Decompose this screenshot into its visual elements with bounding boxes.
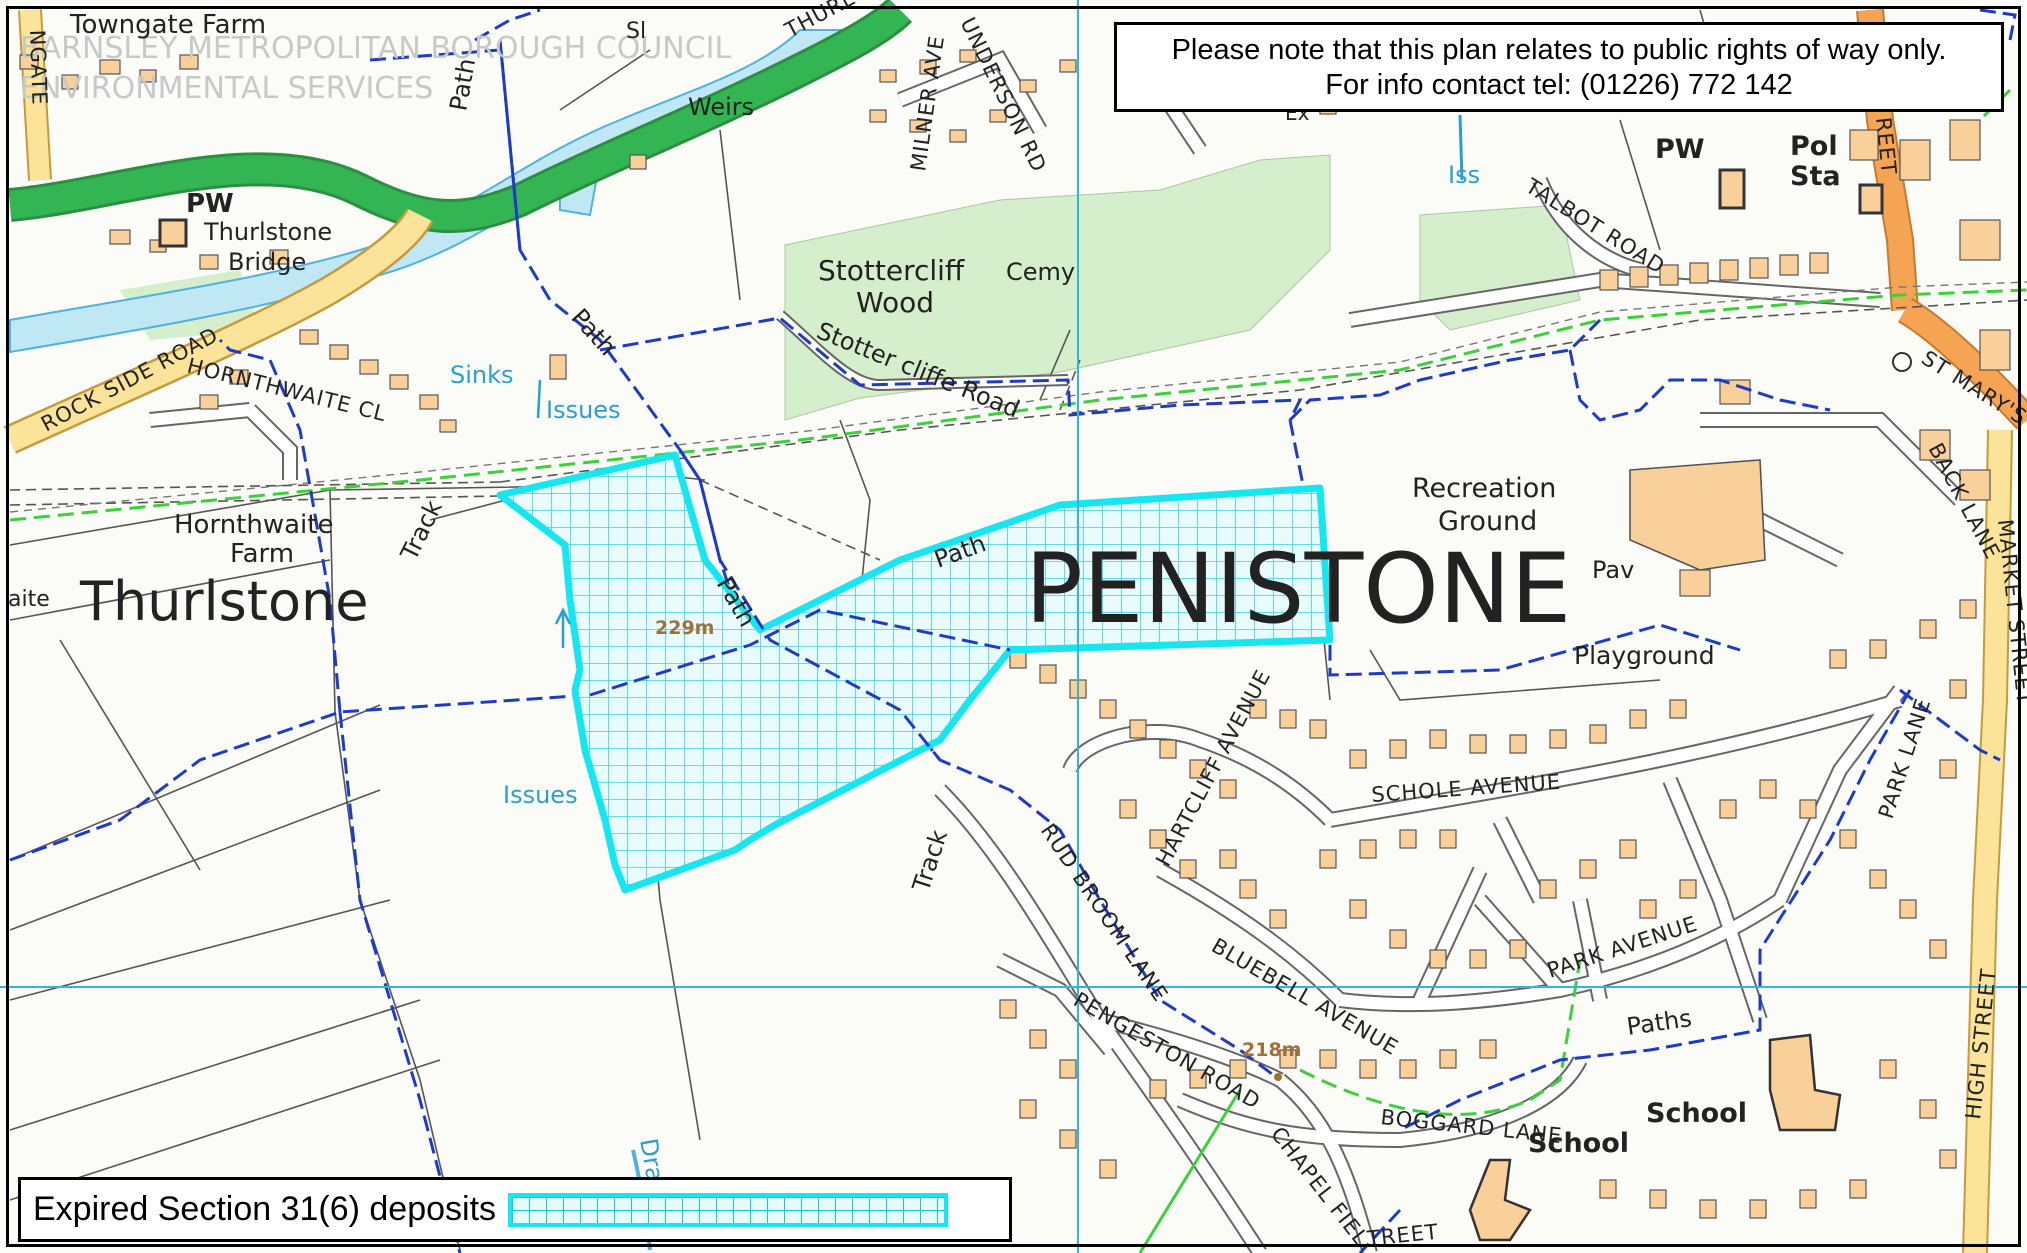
label-stottercliff-wood-2: Wood (856, 286, 934, 319)
notice-line-2: For info contact tel: (01226) 772 142 (1325, 69, 1793, 101)
section-31-6-deposit-area (496, 451, 1334, 894)
roundabout (1892, 352, 1912, 372)
label-stottercliff-wood-1: Stottercliff (818, 254, 965, 287)
railway-line (9, 288, 2027, 522)
label-thurlstone-bridge-2: Bridge (228, 248, 306, 276)
label-issues-north: Issues (546, 396, 621, 424)
label-recreation-ground-2: Ground (1438, 506, 1537, 537)
label-penistone: PENISTONE (1025, 533, 1571, 645)
water-flow-arrow (554, 607, 572, 648)
label-towngate-farm: Towngate Farm (69, 10, 266, 40)
label-cemy: Cemy (1006, 258, 1075, 286)
label-pol-sta-1: Pol (1790, 131, 1838, 162)
label-weirs: Weirs (688, 93, 754, 121)
label-sl: Sl (626, 19, 646, 44)
spot-height-218: 218m (1242, 1039, 1301, 1061)
notice-line-1: Please note that this plan relates to pu… (1171, 34, 1947, 66)
label-sinks: Sinks (450, 361, 514, 389)
label-thurlstone: Thurlstone (79, 570, 368, 633)
pw-west-building (158, 218, 188, 248)
legend-label: Expired Section 31(6) deposits (33, 1190, 497, 1228)
map-legend: Expired Section 31(6) deposits (18, 1177, 1012, 1242)
label-issues-south: Issues (503, 781, 578, 809)
legend-hatch-swatch (508, 1192, 949, 1227)
label-iss: Iss (1448, 161, 1480, 189)
label-hornthwaite-farm-2: Farm (230, 539, 294, 569)
label-aite: aite (8, 587, 50, 612)
pol-sta-building (1858, 183, 1884, 215)
rights-of-way-notice: Please note that this plan relates to pu… (1114, 22, 2004, 112)
label-thurlstone-bridge-1: Thurlstone (203, 218, 332, 246)
label-pav: Pav (1592, 556, 1634, 584)
pw-east-building (1718, 168, 1746, 210)
spot-height-229: 229m (655, 617, 714, 639)
council-name: BARNSLEY METROPOLITAN BOROUGH COUNCIL (20, 31, 732, 66)
label-school-west: School (1528, 1128, 1629, 1159)
label-school-east: School (1646, 1098, 1747, 1129)
label-pol-sta-2: Sta (1790, 161, 1841, 192)
label-recreation-ground-1: Recreation (1412, 473, 1556, 504)
label-hornthwaite-farm-1: Hornthwaite (174, 510, 333, 540)
buildings (19, 49, 2011, 1242)
label-playground: Playground (1574, 641, 1715, 670)
label-pw-east: PW (1655, 134, 1705, 165)
label-pw-west: PW (186, 189, 234, 219)
road-label-ngate: NGATE (25, 29, 52, 106)
council-department: ENVIRONMENTAL SERVICES (20, 71, 433, 106)
deposit-crossing-rows (589, 449, 1011, 761)
